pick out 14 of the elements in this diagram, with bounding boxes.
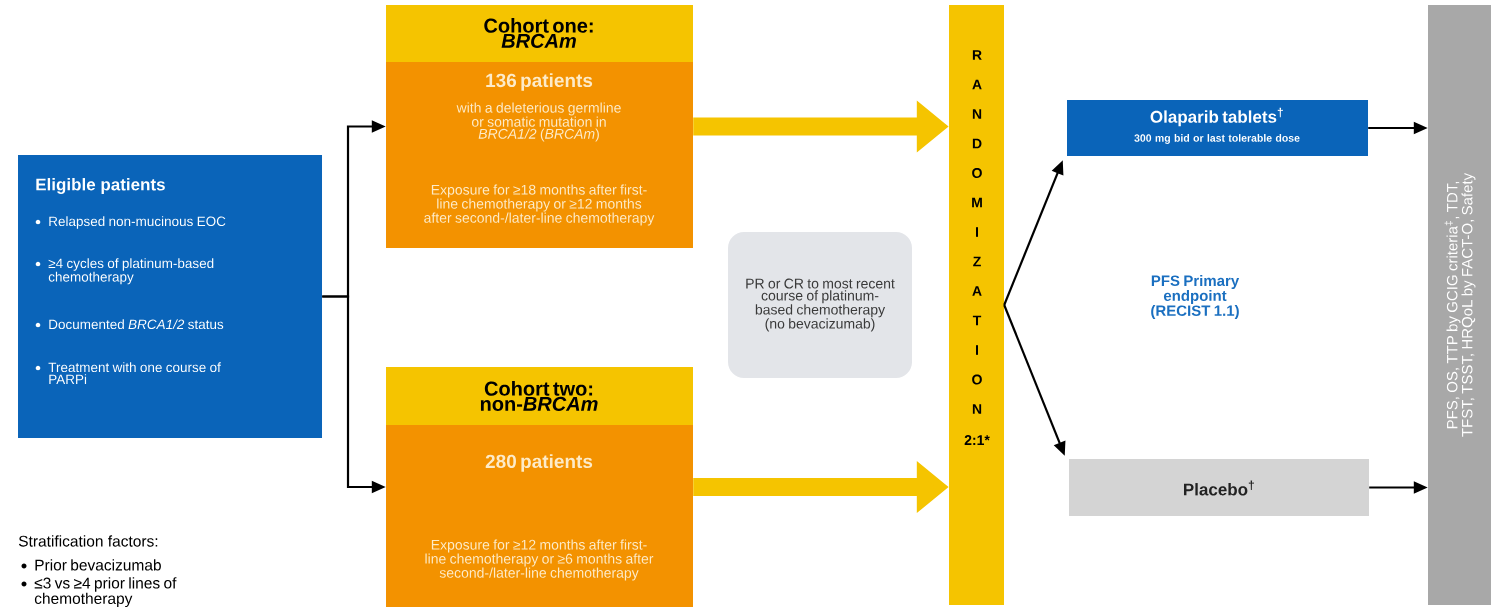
- criteria-box: Eligible patients Relapsed non-mucinous EOC ≥4 cycles of platinum-based chemotherapy Documented BRCA1/2 status Treatment with one course of PARPi: [18, 155, 322, 438]
- node-label: Cohort two: non-BRCAm: [480, 381, 598, 411]
- node-label: Cohort one: BRCAm: [484, 18, 593, 48]
- endpoint-label: PFS Primary endpoint (RECIST 1.1): [1151, 275, 1240, 319]
- stratification-item: ≤3 vs ≥4 prior lines of chemotherapy: [21, 577, 177, 608]
- endpoints-bar: PFS, OS, TTP by GCIG criteria$^{‡}$, TDT, TFST, TSST, HRQoL by FACT-O, Safety: [1428, 5, 1491, 605]
- condition-box: PR or CR to most recent course of platinum-based chemotherapy (no bevacizumab): [728, 232, 912, 378]
- stratification-item: Prior bevacizumab: [21, 559, 161, 571]
- treatment-box: Olaparib tablets$^{†}$ 300 mg bid or last tolerable dose: [1067, 100, 1368, 156]
- placebo-box: Placebo$^{†}$: [1069, 459, 1369, 516]
- stratification-heading: Stratification factors:: [18, 535, 158, 547]
- cohort-box: Cohort two: non-BRCAm 280 patients Exposure for ≥12 months after first-line chemotherapy or ≥6 months after second-/later-line chemotherapy: [386, 367, 693, 607]
- randomization-bar: RANDOMIZATION 2:1*: [949, 5, 1004, 605]
- cohort-box: Cohort one: BRCAm 136 patients with a deleterious germline or somatic mutation in BRCA1/2 (BRCAm) Exposure for ≥18 months after first-line chemotherapy or ≥12 months after second-/later-line chemotherapy: [386, 5, 693, 248]
